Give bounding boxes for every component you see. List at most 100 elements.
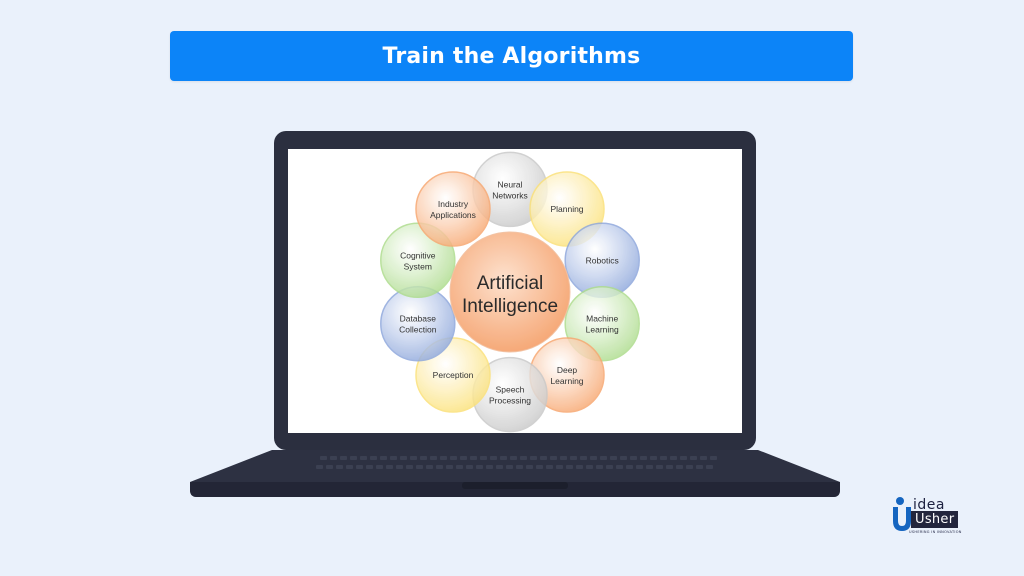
concept-node-label: Speech bbox=[496, 385, 525, 395]
keyboard-key bbox=[710, 456, 717, 460]
keyboard-key bbox=[550, 456, 557, 460]
concept-node-circle bbox=[415, 171, 491, 247]
keyboard-key bbox=[440, 456, 447, 460]
keyboard-key bbox=[390, 456, 397, 460]
concept-node-label: Applications bbox=[430, 210, 476, 220]
keyboard-key bbox=[670, 456, 677, 460]
concept-node-label: Learning bbox=[586, 325, 619, 335]
keyboard-key bbox=[656, 465, 663, 469]
keyboard-key bbox=[570, 456, 577, 460]
keyboard-key bbox=[596, 465, 603, 469]
keyboard-key bbox=[510, 456, 517, 460]
center-label-line2: Intelligence bbox=[462, 296, 558, 317]
concept-node-label: Cognitive bbox=[400, 250, 436, 260]
keyboard-key bbox=[556, 465, 563, 469]
keyboard-key bbox=[450, 456, 457, 460]
keyboard-key bbox=[560, 456, 567, 460]
keyboard-key bbox=[426, 465, 433, 469]
keyboard-key bbox=[696, 465, 703, 469]
concept-node-label: System bbox=[404, 261, 432, 271]
keyboard-key bbox=[346, 465, 353, 469]
keyboard-key bbox=[370, 456, 377, 460]
keyboard-key bbox=[360, 456, 367, 460]
keyboard-key bbox=[376, 465, 383, 469]
keyboard-key bbox=[676, 465, 683, 469]
keyboard-key bbox=[430, 456, 437, 460]
concept-node-label: Collection bbox=[399, 325, 437, 335]
keyboard-key bbox=[516, 465, 523, 469]
keyboard-key bbox=[530, 456, 537, 460]
keyboard-key bbox=[396, 465, 403, 469]
keyboard-key bbox=[446, 465, 453, 469]
keyboard-key bbox=[480, 456, 487, 460]
keyboard-key bbox=[626, 465, 633, 469]
keyboard-key bbox=[336, 465, 343, 469]
concept-node-label: Perception bbox=[433, 370, 474, 380]
keyboard-key bbox=[540, 456, 547, 460]
keyboard-key bbox=[690, 456, 697, 460]
keyboard-key bbox=[406, 465, 413, 469]
concept-node-label: Planning bbox=[550, 204, 583, 214]
keyboard-key bbox=[606, 465, 613, 469]
concept-node-label: Networks bbox=[492, 190, 527, 200]
ideausher-logo: idea Usher USHERING IN INNOVATION bbox=[890, 495, 985, 540]
keyboard-key bbox=[580, 456, 587, 460]
keyboard-key bbox=[576, 465, 583, 469]
keyboard-key bbox=[326, 465, 333, 469]
keyboard-key bbox=[350, 456, 357, 460]
logo-word-usher: Usher bbox=[911, 511, 959, 528]
keyboard-key bbox=[706, 465, 713, 469]
keyboard-key bbox=[640, 456, 647, 460]
keyboard-key bbox=[340, 456, 347, 460]
keyboard-key bbox=[630, 456, 637, 460]
keyboard-key bbox=[536, 465, 543, 469]
keyboard-key bbox=[460, 456, 467, 460]
keyboard-key bbox=[526, 465, 533, 469]
center-circle bbox=[449, 231, 571, 353]
keyboard-key bbox=[356, 465, 363, 469]
keyboard-key bbox=[386, 465, 393, 469]
concept-node-label: Database bbox=[400, 314, 437, 324]
keyboard-key bbox=[330, 456, 337, 460]
keyboard-key bbox=[496, 465, 503, 469]
keyboard-key bbox=[700, 456, 707, 460]
keyboard-key bbox=[680, 456, 687, 460]
keyboard-key bbox=[600, 456, 607, 460]
keyboard-key bbox=[520, 456, 527, 460]
keyboard-key bbox=[620, 456, 627, 460]
keyboard-key bbox=[590, 456, 597, 460]
keyboard-key bbox=[650, 456, 657, 460]
center-label-line1: Artificial bbox=[477, 273, 544, 294]
title-banner: Train the Algorithms bbox=[170, 31, 853, 81]
keyboard-key bbox=[506, 465, 513, 469]
keyboard-key bbox=[546, 465, 553, 469]
keyboard-key bbox=[646, 465, 653, 469]
keyboard-key bbox=[320, 456, 327, 460]
keyboard-key bbox=[610, 456, 617, 460]
keyboard-key bbox=[466, 465, 473, 469]
concept-node-label: Machine bbox=[586, 314, 618, 324]
concept-node-label: Deep bbox=[557, 365, 578, 375]
concept-node-label: Industry bbox=[438, 199, 469, 209]
keyboard-key bbox=[636, 465, 643, 469]
concept-node-label: Neural bbox=[497, 179, 522, 189]
keyboard-key bbox=[316, 465, 323, 469]
logo-word-idea: idea bbox=[913, 497, 945, 513]
concept-node-label: Robotics bbox=[586, 255, 619, 265]
keyboard-key bbox=[420, 456, 427, 460]
keyboard-key bbox=[586, 465, 593, 469]
banner-title: Train the Algorithms bbox=[382, 43, 641, 69]
keyboard-key bbox=[660, 456, 667, 460]
keyboard-key bbox=[366, 465, 373, 469]
keyboard-key bbox=[616, 465, 623, 469]
keyboard-key bbox=[666, 465, 673, 469]
keyboard-key bbox=[686, 465, 693, 469]
logo-tagline: USHERING IN INNOVATION bbox=[909, 530, 962, 534]
keyboard-key bbox=[566, 465, 573, 469]
keyboard-key bbox=[470, 456, 477, 460]
keyboard-key bbox=[410, 456, 417, 460]
ai-diagram: NeuralNetworksPlanningRoboticsMachineLea… bbox=[380, 151, 640, 433]
